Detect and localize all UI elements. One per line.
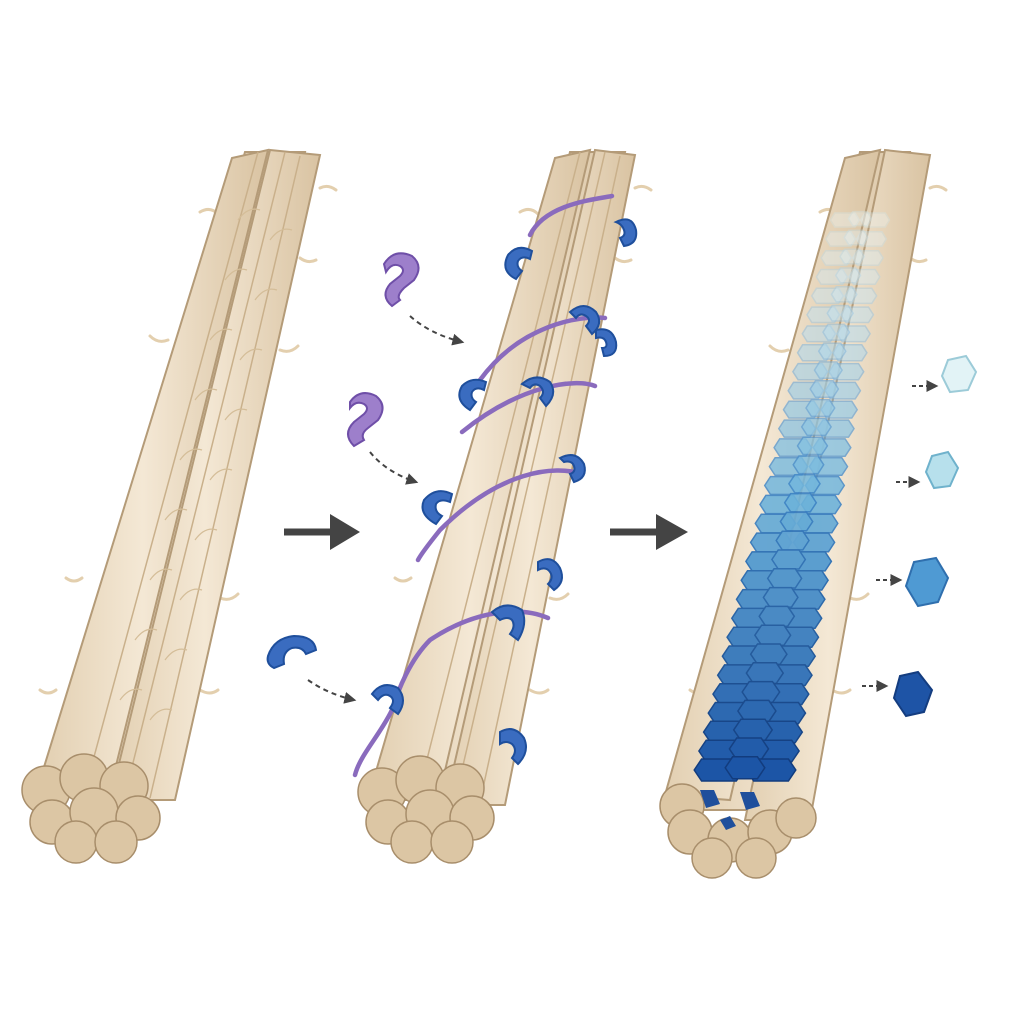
purple-binder-molecules <box>347 252 420 448</box>
crystal-segment <box>762 586 799 608</box>
fiber-bundle-end <box>21 753 161 864</box>
crystal-segment <box>779 511 814 532</box>
crystal-segment <box>844 287 878 305</box>
crystal-segment <box>855 231 888 247</box>
crystal-segment <box>788 474 821 494</box>
bound-molecule <box>613 218 638 248</box>
bound-molecule <box>568 305 601 336</box>
fiber-bundle-end <box>357 755 495 864</box>
crystal-segment <box>834 267 862 284</box>
crystal-segment <box>847 210 873 227</box>
core-end-facets <box>700 790 760 830</box>
bound-molecule <box>421 490 454 526</box>
motion-arrows <box>307 315 465 704</box>
bound-molecule <box>537 558 563 592</box>
crystal-segment <box>824 231 857 247</box>
bound-molecule <box>504 246 534 281</box>
detached-crystal <box>904 556 950 608</box>
detached-crystal <box>924 450 960 490</box>
detached-crystal <box>892 670 934 718</box>
stage-arrow-1 <box>284 514 360 550</box>
detached-crystal <box>940 354 978 394</box>
crystal-segment <box>851 249 884 266</box>
crystal-segment <box>758 605 796 627</box>
crystal-segment <box>826 304 854 322</box>
bound-molecule <box>595 328 618 358</box>
crystal-segment <box>815 268 849 286</box>
crystal-segment <box>745 662 785 685</box>
free-molecule <box>347 392 384 448</box>
crystal-segment <box>783 492 818 513</box>
crystal-segment <box>848 268 881 286</box>
bound-molecule <box>458 378 488 412</box>
stage-arrow-2 <box>610 514 688 550</box>
crystal-segment <box>809 380 840 399</box>
free-molecule <box>382 252 420 308</box>
crystal-segment <box>800 417 832 437</box>
stage-3-assembled-coating <box>659 148 978 879</box>
crystal-segment <box>813 361 843 379</box>
crystal-segment <box>749 643 788 666</box>
bound-molecule <box>490 604 526 642</box>
bound-molecule <box>370 684 404 716</box>
crystal-segment <box>766 568 803 589</box>
crystal-segment <box>771 549 807 570</box>
stage-2-binding <box>266 148 653 864</box>
release-arrows <box>862 380 939 692</box>
fiber-bundle <box>21 148 338 864</box>
crystal-segment <box>792 455 825 475</box>
stage-1-bare-fiber-bundle <box>21 148 338 864</box>
crystal-segment <box>775 530 810 551</box>
blue-binder-molecules <box>370 218 638 766</box>
crystal-segment <box>829 212 861 228</box>
bound-molecule <box>558 454 586 484</box>
crystal-segment <box>796 436 829 456</box>
crystal-segment <box>820 249 853 266</box>
stacked-blue-crystal-core <box>693 210 891 782</box>
crystal-segment <box>839 248 866 265</box>
crystal-segment <box>736 699 777 723</box>
crystal-segment <box>817 342 847 360</box>
bound-molecule <box>520 376 555 408</box>
bound-molecule <box>499 728 527 766</box>
crystal-segment <box>741 680 781 704</box>
fiber-bundle-end <box>659 783 817 879</box>
crystal-segment <box>805 398 836 418</box>
detached-crystals <box>892 354 978 718</box>
crystal-segment <box>859 212 891 228</box>
free-blue-molecule <box>266 634 318 670</box>
fiber-fibrils <box>38 184 338 695</box>
crystal-segment <box>843 229 869 246</box>
crystal-segment <box>810 287 845 305</box>
crystal-segment <box>830 286 858 303</box>
crystal-segment <box>724 756 766 780</box>
crystal-segment <box>753 624 792 647</box>
crystal-segment <box>822 323 851 341</box>
